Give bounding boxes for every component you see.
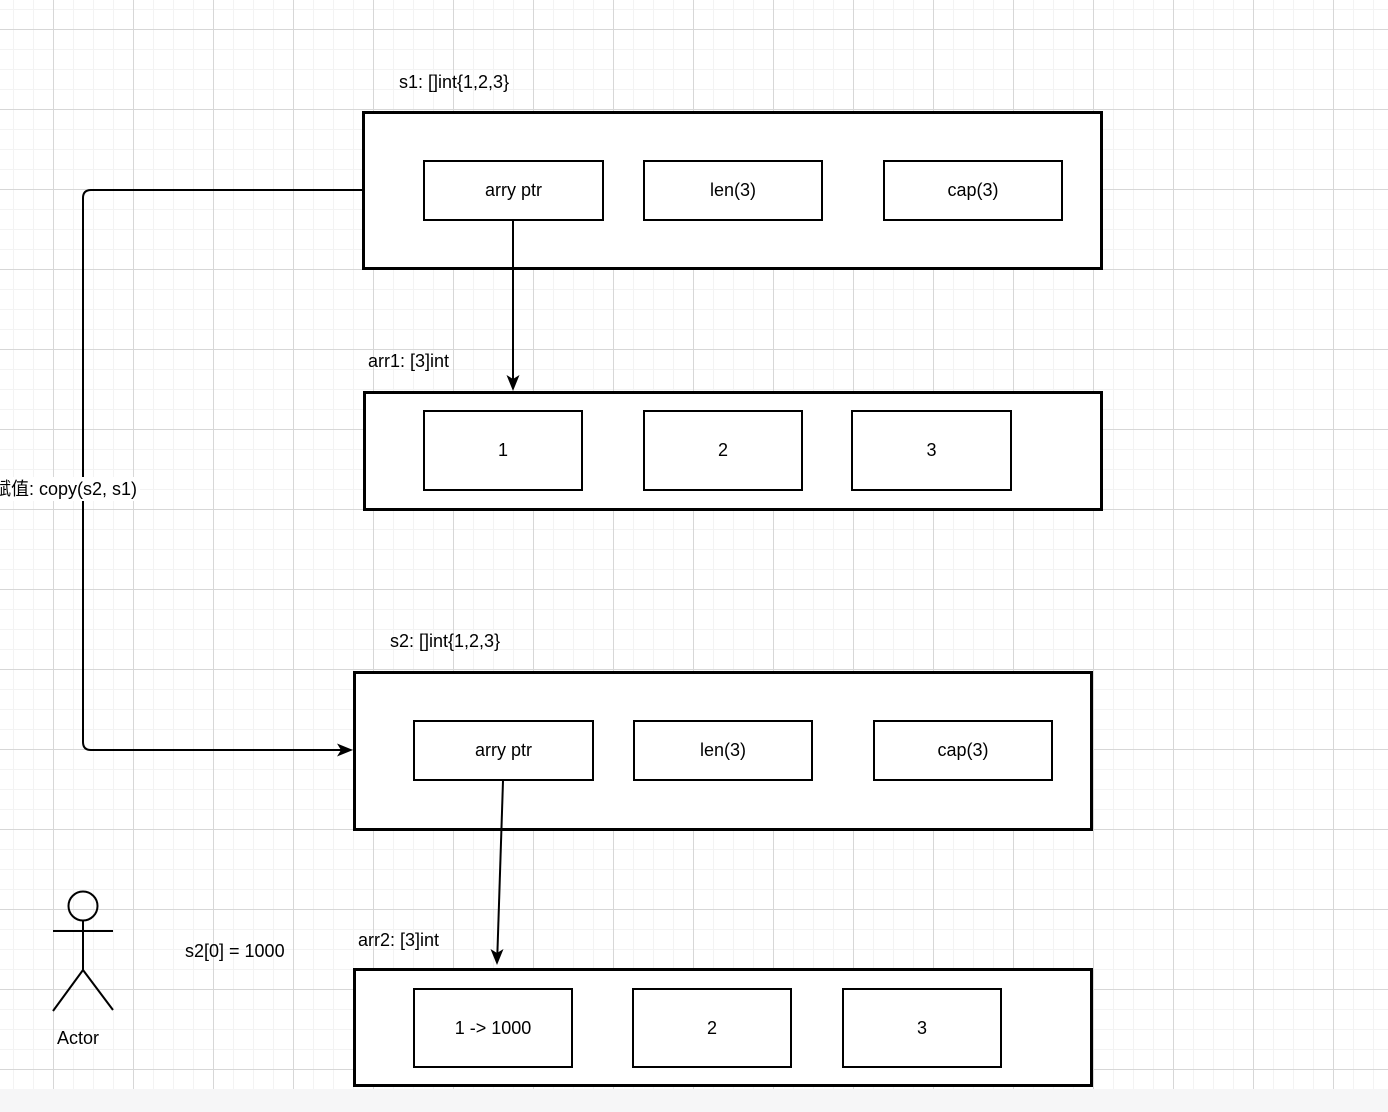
arr1-title: arr1: [3]int [368,351,450,371]
actor-figure[interactable] [52,890,114,1012]
actor-label: Actor [57,1028,100,1048]
s1-title: s1: []int{1,2,3} [399,72,510,92]
assignment-label: s2[0] = 1000 [185,941,285,961]
actor-leg-right [82,969,114,1011]
offcanvas-area [0,1089,1388,1112]
s2-field-arryptr[interactable]: arry ptr [413,720,594,781]
arr2-cell-2[interactable]: 3 [842,988,1002,1068]
s2-field-len[interactable]: len(3) [633,720,813,781]
arr2-cell-1[interactable]: 2 [632,988,792,1068]
s1-field-cap[interactable]: cap(3) [883,160,1063,221]
diagram-canvas: s1: []int{1,2,3} arry ptr len(3) cap(3) … [0,0,1388,1089]
s1-field-len[interactable]: len(3) [643,160,823,221]
arr1-cell-0[interactable]: 1 [423,410,583,491]
actor-leg-left [52,969,84,1012]
arr1-cell-2[interactable]: 3 [851,410,1012,491]
arr2-cell-0[interactable]: 1 -> 1000 [413,988,573,1068]
actor-head [67,890,99,922]
s1-field-arryptr[interactable]: arry ptr [423,160,604,221]
copy-edge-arrow[interactable] [82,189,362,757]
copy-edge-label: 赋值: copy(s2, s1) [0,477,141,501]
s2-title: s2: []int{1,2,3} [390,631,501,651]
arr2-title: arr2: [3]int [358,930,440,950]
s2-field-cap[interactable]: cap(3) [873,720,1053,781]
arr1-cell-1[interactable]: 2 [643,410,803,491]
